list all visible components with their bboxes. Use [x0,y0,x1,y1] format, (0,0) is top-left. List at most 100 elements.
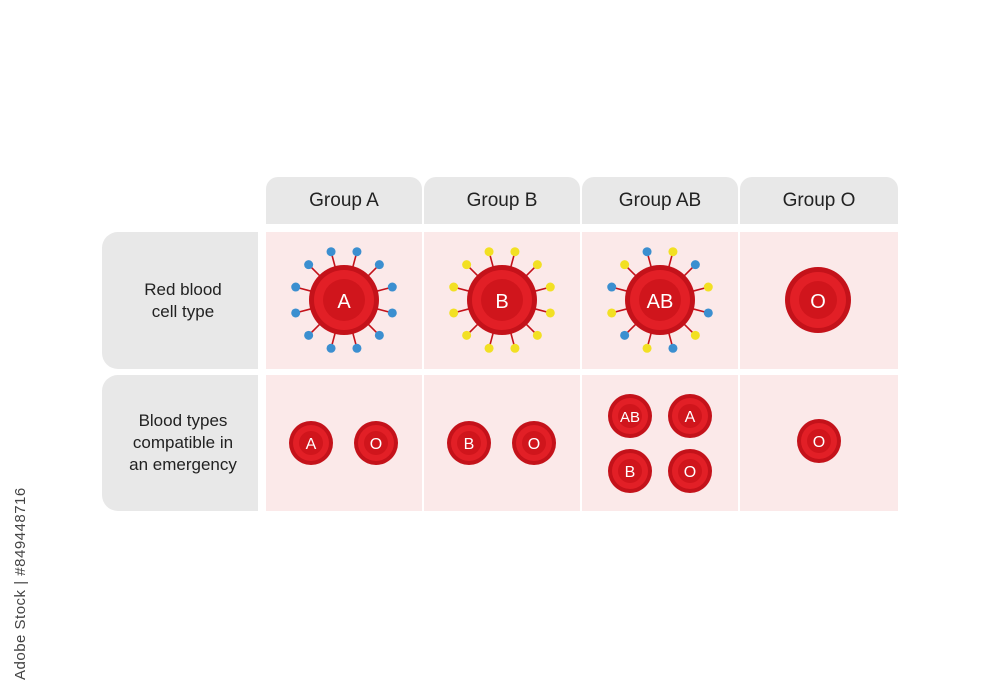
rbc-o-diagram: O [785,267,851,333]
cell-o-type: O [740,232,898,369]
row-label-compatible: Blood types compatible in an emergency [102,375,258,511]
small-rbc: A [668,394,712,438]
antigen-stalk [614,307,629,313]
antigen-dot [532,260,542,270]
cell-ab-compatible: AB A B O [582,375,738,511]
antigen-dot [326,343,336,353]
header-group-a: Group A [266,177,422,224]
rbc-a: A [309,265,379,335]
antigen-dot [607,282,617,292]
header-group-o: Group O [740,177,898,224]
antigen-stalk [509,254,515,269]
antigen-dot [387,308,397,318]
antigen-stalk [647,254,653,269]
small-rbc-label: A [685,409,696,426]
antigen-stalk [691,307,706,313]
antigen-stalk [509,331,515,346]
antigen-dot [668,247,678,257]
antigen-dot [620,260,630,270]
antigen-dot [352,343,362,353]
antigen-stalk [489,331,495,346]
small-rbc-label: B [625,464,636,481]
stock-label: Adobe Stock [12,589,29,680]
antigen-stalk [456,307,471,313]
antigen-dot [703,282,713,292]
rbc-ab-label: AB [647,291,674,313]
small-rbc: B [447,421,491,465]
antigen-stalk [533,307,548,313]
antigen-dot [484,343,494,353]
antigen-dot [607,308,617,318]
antigen-dot [545,282,555,292]
antigen-stalk [533,287,548,293]
small-rbc: O [797,419,841,463]
rbc-b-label: B [495,291,508,313]
small-rbc: A [289,421,333,465]
antigen-stalk [331,331,337,346]
antigen-dot [449,282,459,292]
antigen-stalk [375,287,390,293]
antigen-stalk [626,322,638,334]
rbc-a-label: A [337,291,351,313]
antigen-dot [326,247,336,257]
compat-a: A O [289,421,398,465]
small-rbc-label: O [528,436,540,453]
antigen-dot [620,330,630,340]
antigen-dot [510,343,520,353]
antigen-stalk [331,254,337,269]
antigen-dot [449,308,459,318]
row-label-text: Blood types compatible in an emergency [129,411,237,474]
antigen-stalk [524,322,536,334]
small-rbc: AB [608,394,652,438]
rbc-b-diagram: B [449,247,555,353]
antigen-stalk [614,287,629,293]
antigen-dot [703,308,713,318]
antigen-stalk [691,287,706,293]
compat-b: B O [447,421,556,465]
antigen-dot [352,247,362,257]
header-group-b: Group B [424,177,580,224]
stock-separator: | [12,575,29,585]
antigen-dot [690,330,700,340]
small-rbc-label: AB [620,409,640,426]
antigen-stalk [626,266,638,278]
antigen-stalk [351,331,357,346]
antigen-stalk [682,266,694,278]
antigen-stalk [366,322,378,334]
cell-b-type: B [424,232,580,369]
antigen-dot [291,308,301,318]
compat-o: O [797,419,841,463]
antigen-stalk [310,322,322,334]
antigen-dot [642,343,652,353]
antigen-dot [668,343,678,353]
antigen-stalk [375,307,390,313]
antigen-dot [291,282,301,292]
antigen-stalk [667,254,673,269]
cell-ab-type: AB [582,232,738,369]
antigen-stalk [366,266,378,278]
small-rbc: O [512,421,556,465]
antigen-dot [545,308,555,318]
row-label-red-blood-cell-type: Red blood cell type [102,232,258,369]
antigen-stalk [682,322,694,334]
cell-a-type: A [266,232,422,369]
antigen-dot [304,330,314,340]
antigen-dot [690,260,700,270]
antigen-dot [462,260,472,270]
rbc-ab-diagram: AB [607,247,713,353]
cell-a-compatible: A O [266,375,422,511]
antigen-dot [374,330,384,340]
antigen-dot [304,260,314,270]
antigen-stalk [468,266,480,278]
antigen-stalk [524,266,536,278]
rbc-a-diagram: A [291,247,397,353]
compat-ab: AB A B O [608,394,712,493]
row-label-text: Red blood cell type [144,279,222,321]
small-rbc-label: B [464,436,475,453]
stock-id-text: Adobe Stock | #849448716 [12,487,29,680]
stock-id: #849448716 [12,487,29,576]
rbc-o: O [785,267,851,333]
rbc-ab: AB [625,265,695,335]
small-rbc-label: O [684,464,696,481]
small-rbc-label: O [370,436,382,453]
